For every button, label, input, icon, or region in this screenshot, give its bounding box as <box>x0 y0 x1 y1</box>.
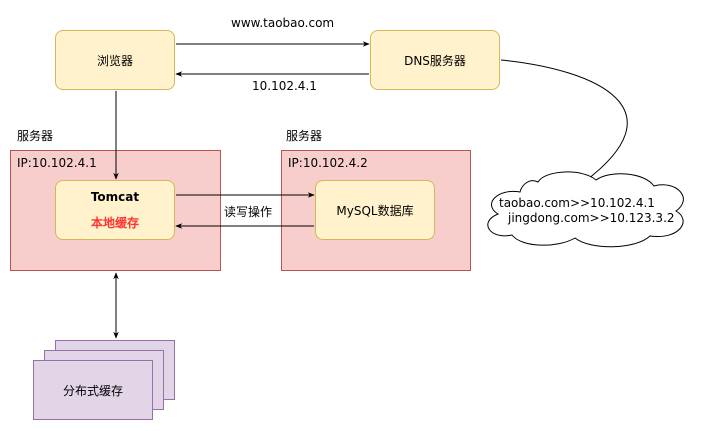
dns-server-label: DNS服务器 <box>404 53 466 68</box>
browser-label: 浏览器 <box>96 53 133 68</box>
dns-records-cloud <box>487 171 684 248</box>
mysql-label: MySQL数据库 <box>336 203 414 218</box>
browser-node: 浏览器 <box>55 30 175 90</box>
dns-server-node: DNS服务器 <box>370 30 500 90</box>
edge-label-domain: www.taobao.com <box>231 16 335 30</box>
distributed-cache-label: 分布式缓存 <box>62 383 123 398</box>
dns-record-0: taobao.com>>10.102.4.1 <box>499 196 655 210</box>
server-title-right: 服务器 <box>286 129 323 143</box>
edge-label-read-write: 读写操作 <box>224 205 273 219</box>
mysql-node: MySQL数据库 <box>315 180 435 240</box>
tomcat-node: Tomcat 本地缓存 <box>55 180 175 240</box>
distributed-cache-node: 分布式缓存 <box>33 360 153 420</box>
edge-label-ip: 10.102.4.1 <box>252 79 317 93</box>
server-ip-left: IP:10.102.4.1 <box>17 156 97 170</box>
local-cache-label: 本地缓存 <box>90 215 139 230</box>
arrow-dns-to-cloud <box>500 59 628 183</box>
dns-record-1: jingdong.com>>10.123.3.2 <box>508 211 675 225</box>
server-title-left: 服务器 <box>17 129 54 143</box>
server-ip-right: IP:10.102.4.2 <box>288 156 368 170</box>
tomcat-label: Tomcat <box>90 189 140 204</box>
